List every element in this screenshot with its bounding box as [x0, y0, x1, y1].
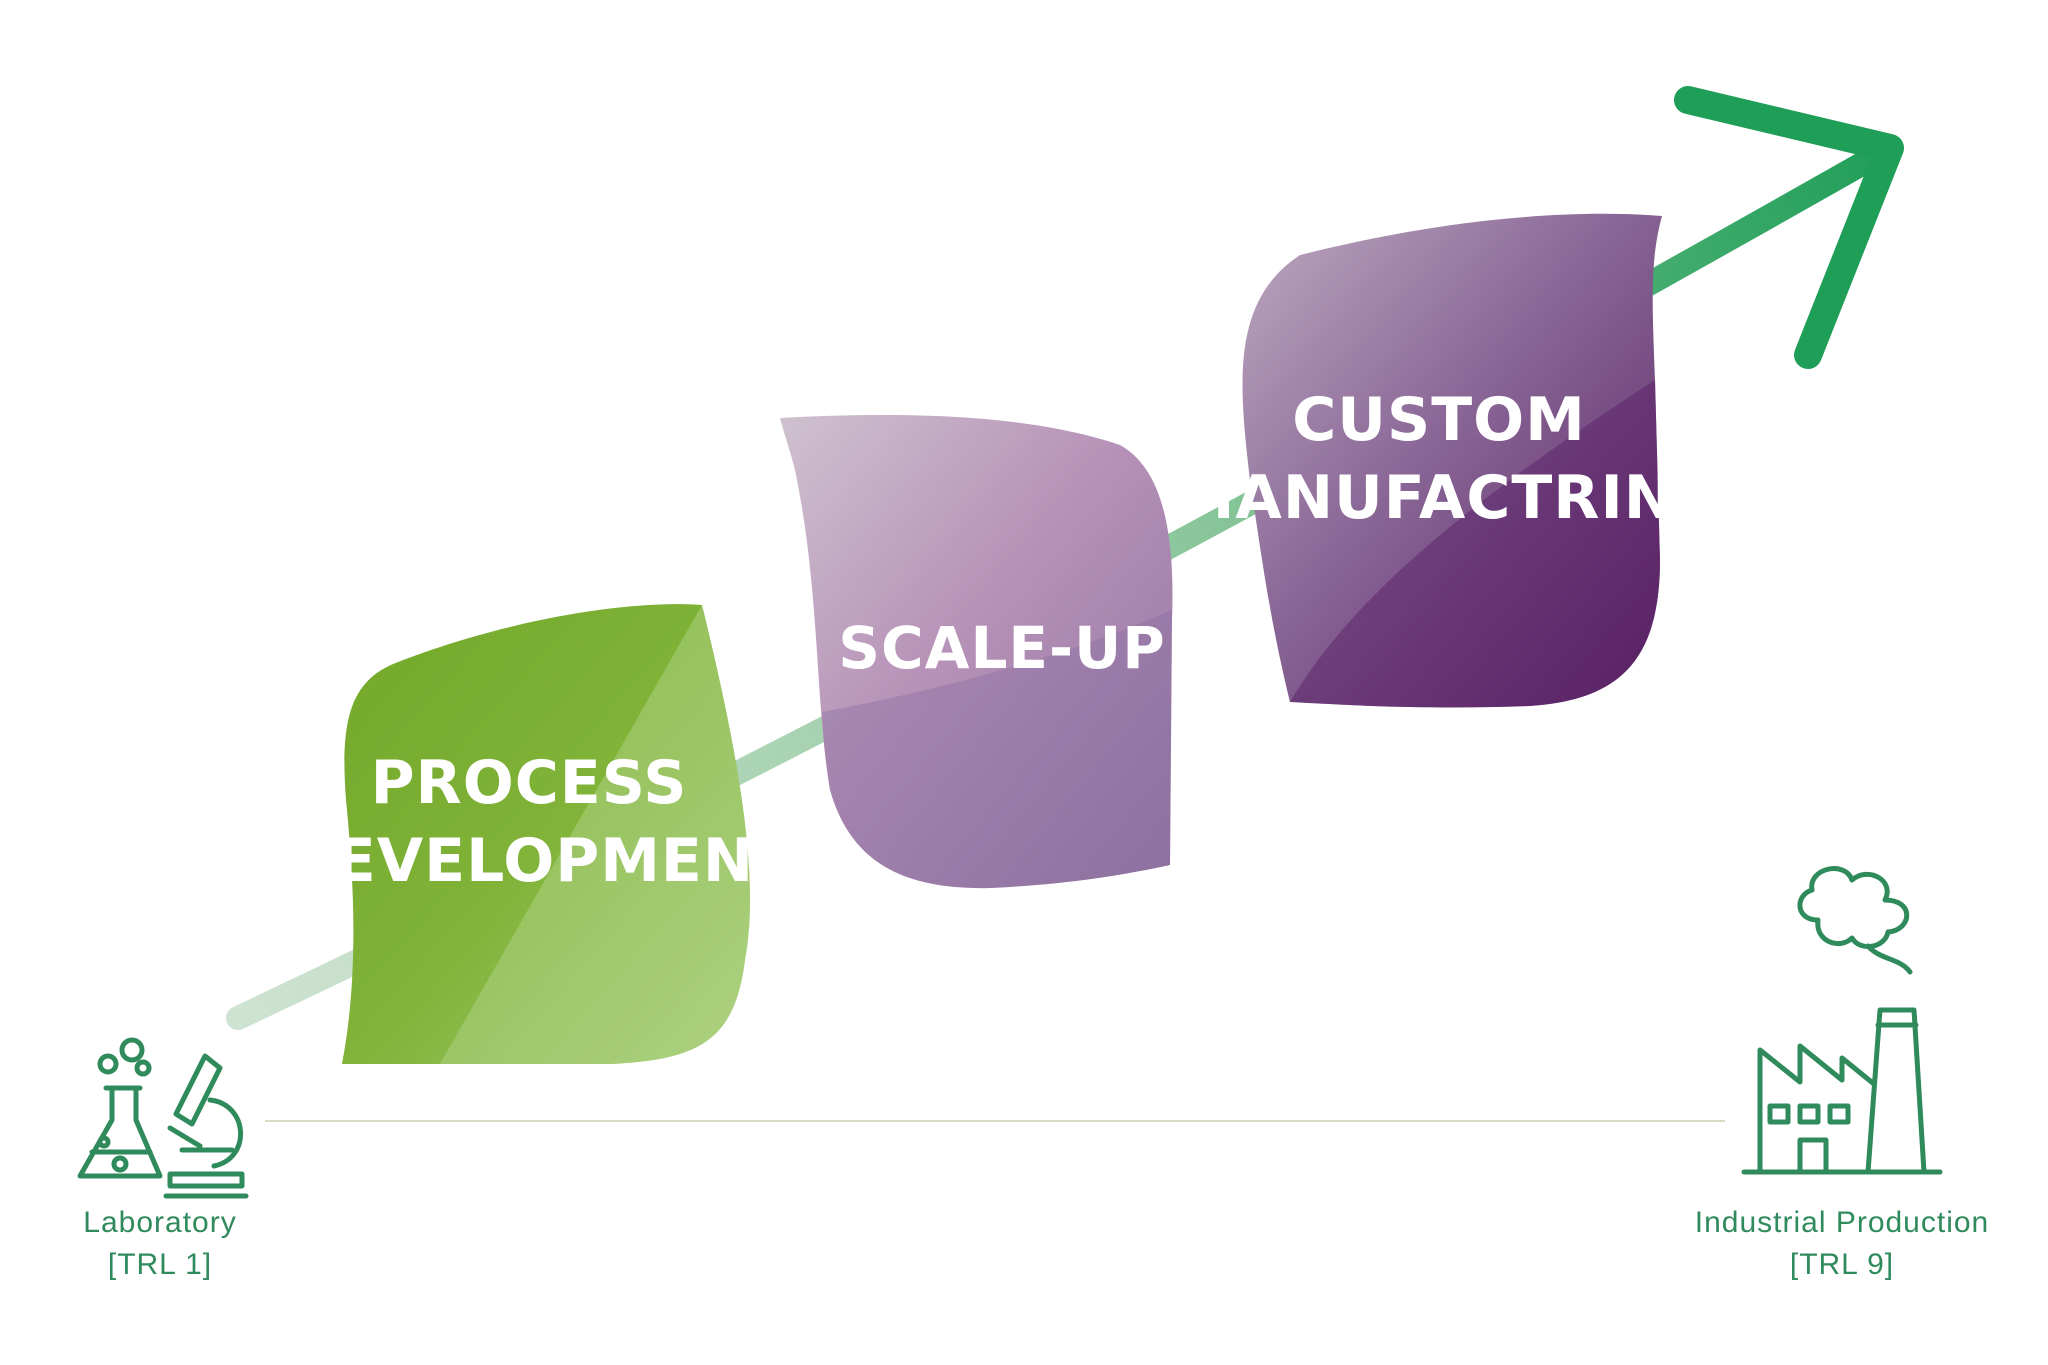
scale-up-line-1: SCALE-UP [838, 614, 1165, 682]
process-development-line-1: PROCESS [371, 748, 688, 818]
process-development-leaf-shade [440, 605, 751, 1064]
industrial-production-trl-label: [TRL 9] [1790, 1248, 1894, 1281]
industrial-production-label: Industrial Production [1695, 1206, 1990, 1239]
laboratory-label: Laboratory [83, 1206, 236, 1239]
stage-custom-manufacturing: CUSTOM MANUFACTRING [1175, 213, 1726, 708]
custom-manufacturing-line-2: MANUFACTRING [1175, 463, 1726, 533]
microscope-icon [163, 1053, 249, 1199]
custom-manufacturing-leaf-shade [1290, 380, 1660, 708]
flask-icon [77, 1037, 163, 1179]
arrow-head [1674, 86, 1904, 369]
process-development-line-2: DEVELOPMENT [284, 826, 796, 896]
laboratory-trl-label: [TRL 1] [108, 1248, 212, 1281]
factory-icon [1741, 866, 1943, 1175]
process-development-label: PROCESS DEVELOPMENT [284, 748, 796, 896]
custom-manufacturing-line-1: CUSTOM [1292, 385, 1586, 455]
custom-manufacturing-label: CUSTOM MANUFACTRING [1175, 385, 1726, 533]
scale-up-leaf [780, 415, 1173, 889]
scale-up-leaf-shade [822, 610, 1172, 889]
scale-up-label: SCALE-UP [838, 614, 1165, 682]
process-development-leaf [342, 604, 751, 1064]
stage-process-development: PROCESS DEVELOPMENT [284, 604, 796, 1064]
stage-scale-up: SCALE-UP [780, 415, 1173, 889]
